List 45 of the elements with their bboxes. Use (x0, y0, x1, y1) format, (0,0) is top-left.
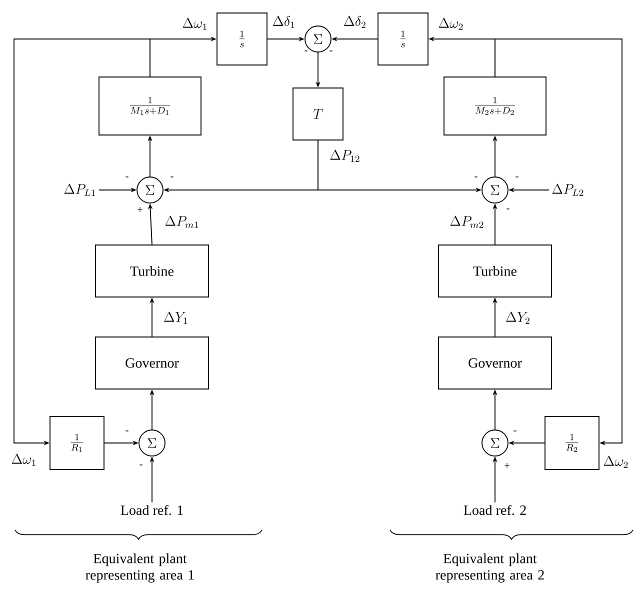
block-box: $T$ (292, 88, 344, 140)
summing-junction: $\Sigma$ (138, 430, 166, 456)
block-box: Turbine (438, 244, 552, 298)
sign-label: - (126, 430, 128, 432)
edge-label: $\Delta Y_2$ (504, 310, 532, 326)
sign-label: + (504, 463, 510, 468)
block-box: $\frac{1}{R_2}$ (544, 416, 600, 470)
block-box: $\frac{1}{s}$ (378, 12, 428, 66)
sign-label: - (126, 176, 128, 178)
caption-text: Equivalent plant representing area 2 (436, 553, 544, 583)
caption-text: Equivalent plant representing area 1 (86, 553, 194, 583)
sign-label: - (330, 50, 332, 52)
edge-label: $\Delta\omega_2$ (437, 16, 465, 32)
block-box: $\frac{1}{s}$ (216, 12, 268, 66)
edge-label: $\Delta\omega_1$ (10, 452, 38, 468)
edge-label: $\Delta P_{12}$ (328, 148, 362, 164)
edge-label: $\Delta P_{m2}$ (448, 214, 486, 230)
block-box: $\frac{1}{M_2 s + D_2}$ (444, 76, 546, 136)
sign-label: - (170, 176, 174, 178)
sign-label: - (140, 464, 142, 466)
block-box: $\frac{1}{R_1}$ (50, 416, 104, 470)
signal-label: Load ref. 1 (120, 504, 183, 516)
edge-label: $\Delta\delta_1$ (271, 14, 297, 30)
sign-label: - (516, 176, 518, 178)
sign-label: - (506, 208, 510, 210)
block-box: Governor (95, 336, 209, 390)
block-box: $\frac{1}{M_1 s + D_1}$ (98, 76, 202, 136)
sign-label: - (304, 50, 308, 52)
arrow (494, 38, 622, 446)
edge-label: $\Delta\delta_2$ (342, 14, 368, 30)
summing-junction: $\Sigma$ (482, 176, 508, 204)
edge-label: $\Delta\omega_2$ (602, 454, 630, 470)
sign-label: - (514, 430, 516, 432)
sign-label: - (474, 176, 478, 178)
edge-label: $\Delta Y_1$ (162, 310, 190, 326)
edge-label: $\Delta\omega_1$ (181, 16, 209, 32)
signal-label: Load ref. 2 (464, 504, 526, 516)
summing-junction: $\Sigma$ (482, 430, 508, 456)
signal-label: $\Delta P_{L1}$ (64, 184, 95, 196)
summing-junction: $\Sigma$ (136, 176, 164, 204)
edge-label: $\Delta P_{m1}$ (163, 214, 201, 230)
sign-label: + (138, 207, 142, 212)
block-box: Governor (438, 336, 552, 390)
signal-label: $\Delta P_{L2}$ (552, 184, 584, 196)
block-box: Turbine (95, 244, 209, 298)
